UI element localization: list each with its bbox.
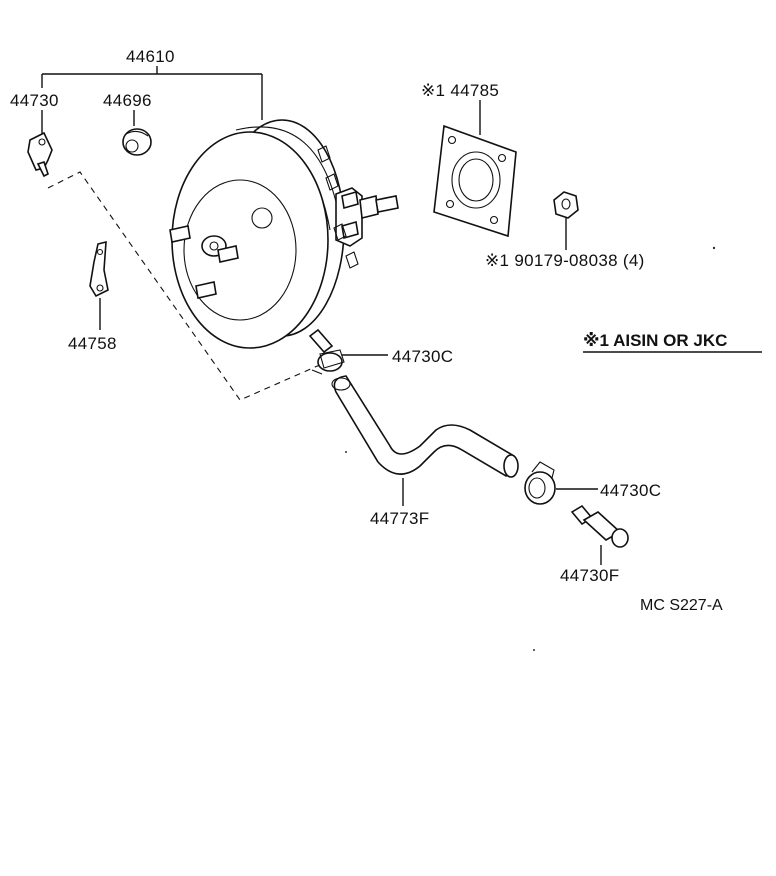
label-44758: 44758 — [68, 334, 117, 353]
check-valve-part — [27, 131, 53, 178]
label-44696: 44696 — [103, 91, 152, 110]
label-90179-08038: ※1 90179-08038 (4) — [485, 251, 645, 270]
note-aisin-jkc: ※1 AISIN OR JKC — [583, 331, 727, 350]
hose-part — [331, 375, 519, 478]
nut-part — [553, 191, 579, 219]
bracket-part — [89, 240, 109, 298]
reference-code: MC S227-A — [640, 597, 723, 614]
grommet-part — [122, 128, 152, 156]
brake-booster-part — [169, 119, 399, 354]
label-44773f: 44773F — [370, 509, 429, 528]
label-44785: ※1 44785 — [421, 81, 499, 100]
label-44730: 44730 — [10, 91, 59, 110]
scan-specks — [345, 246, 716, 651]
label-44730c-upper: 44730C — [392, 347, 453, 366]
lower-clip-part — [524, 461, 556, 505]
label-44730f: 44730F — [560, 566, 619, 585]
leader-lines — [41, 66, 602, 565]
label-44730c-lower: 44730C — [600, 481, 661, 500]
upper-clip-part — [311, 349, 345, 375]
gasket-part — [433, 124, 517, 238]
label-44610: 44610 — [126, 47, 175, 66]
union-part — [570, 504, 629, 548]
